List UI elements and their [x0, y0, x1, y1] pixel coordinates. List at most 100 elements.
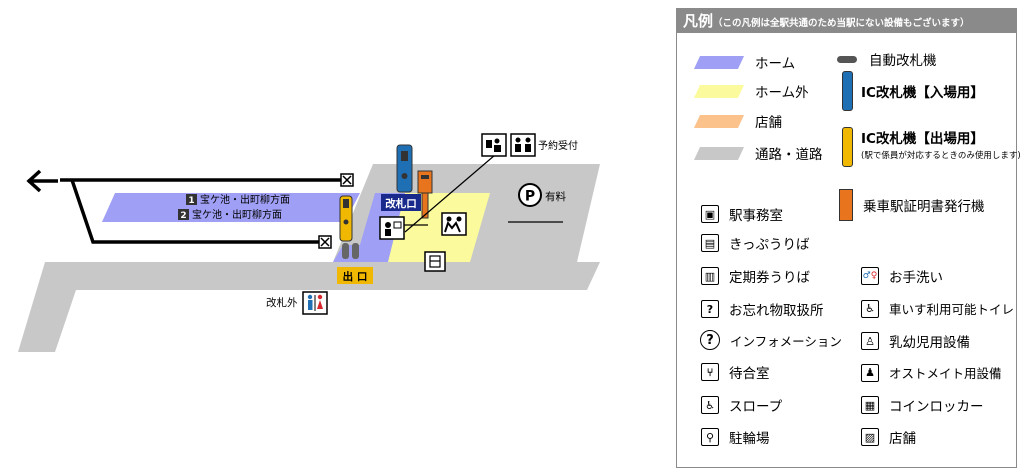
legend-title: 凡例 [683, 12, 714, 30]
lost-found-icon: ? [701, 300, 719, 318]
certificate-machine-icon [839, 189, 853, 221]
track-2-label: 宝ケ池・出町柳方面 [192, 208, 282, 221]
ticket-office-map-icon [481, 133, 507, 157]
ic-gate-in-icon [396, 144, 413, 193]
legend-facility-label: 定期券うりば [729, 270, 810, 286]
legend-ic-gate-out: IC改札機【出場用】 (駅で係員が対応するときのみ使用します) [842, 127, 1021, 167]
slope-icon: ♿ [701, 396, 719, 414]
legend-ic-gate-out-note: (駅で係員が対応するときのみ使用します) [861, 151, 1021, 161]
toilet-icon: ♂♀ [861, 267, 879, 285]
legend-facility-lost-found: ? お忘れ物取扱所 [701, 299, 824, 319]
legend-facility-baby: ♙ 乳幼児用設備 [861, 331, 970, 351]
passage-road-area [18, 262, 600, 352]
track-1-number: 1 [188, 196, 194, 206]
legend-area-passage: 通路・道路 [693, 143, 823, 163]
bicycle-parking-icon: ⚲ [701, 428, 719, 446]
track-1-number-badge [186, 194, 197, 205]
station-office-map-icon [379, 216, 405, 240]
exit-badge [337, 267, 373, 284]
information-icon: ? [700, 330, 720, 350]
platform-area [102, 193, 360, 222]
legend-facility-toilet: ♂♀ お手洗い [861, 266, 943, 286]
legend-ic-gate-in-label: IC改札機【入場用】 [861, 85, 984, 101]
legend-facility-pass-office: ▥ 定期券うりば [701, 266, 810, 286]
track-2-number-badge [178, 209, 189, 220]
legend-facility-ticket-office: ▤ きっぷうりば [701, 233, 809, 253]
legend-ic-gate-in: IC改札機【入場用】 [842, 71, 984, 111]
legend-facility-shop: ▨ 店舗 [861, 427, 916, 447]
legend-facility-label: オストメイト用設備 [889, 366, 1002, 381]
track-end-stop-icon [318, 173, 354, 249]
legend-facility-label: スロープ [729, 399, 783, 415]
coin-locker-map-icon [424, 251, 446, 272]
pass-office-icon: ▥ [701, 267, 719, 285]
station-office-icon: ▣ [701, 205, 719, 223]
certificate-machine-icon [417, 170, 433, 219]
legend-facility-label: お手洗い [889, 270, 943, 286]
legend-panel: 凡例（この凡例は全駅共通のため当駅にない設備もございます） ホーム ホーム外 店… [676, 8, 1021, 468]
legend-area-shop: 店舗 [693, 111, 782, 131]
ticket-gate-label: 改札口 [385, 197, 417, 210]
parking-icon: P [518, 183, 542, 207]
legend-facility-coin-locker: ▦ コインロッカー [861, 395, 984, 415]
track-lines [60, 178, 345, 244]
legend-auto-gate: 自動改札機 [837, 49, 937, 69]
ic-gate-out-icon [339, 195, 353, 242]
legend-area-label: 通路・道路 [755, 147, 823, 163]
legend-facility-bicycle-parking: ⚲ 駐輪場 [701, 427, 770, 447]
auto-gate-icon [837, 55, 857, 63]
legend-header: 凡例（この凡例は全駅共通のため当駅にない設備もございます） [677, 9, 1016, 33]
legend-certificate-machine: 乗車駅証明書発行機 [839, 189, 985, 221]
legend-facility-label: 車いす利用可能トイレ [889, 302, 1015, 317]
shop-swatch [693, 114, 745, 128]
waiting-room-icon: ⑂ [701, 363, 719, 381]
coin-locker-icon: ▦ [861, 396, 879, 414]
legend-facility-ostomate: ♟ オストメイト用設備 [861, 363, 1002, 382]
legend-auto-gate-label: 自動改札機 [869, 53, 937, 69]
legend-facility-accessible-toilet: ♿ 車いす利用可能トイレ [861, 299, 1014, 318]
outside-platform-swatch [693, 84, 745, 98]
legend-facility-label: 乳幼児用設備 [889, 335, 970, 351]
legend-facility-label: コインロッカー [889, 399, 984, 415]
reservation-label: 予約受付 [538, 139, 578, 152]
baby-facility-icon: ♙ [861, 332, 879, 350]
toilet-map-icon [302, 291, 328, 315]
legend-facility-label: お忘れ物取扱所 [729, 303, 824, 319]
svg-text:P: P [525, 189, 535, 205]
leader-lines [404, 154, 563, 233]
legend-area-platform: ホーム [693, 52, 796, 72]
ic-gate-out-icon [842, 127, 853, 167]
station-map: 1 宝ケ池・出町柳方面 2 宝ケ池・出町柳方面 改札口 出 口 [18, 133, 600, 352]
direction-arrow-icon [26, 169, 58, 193]
accessible-toilet-icon: ♿ [861, 299, 879, 318]
ostomate-icon: ♟ [861, 363, 879, 382]
legend-note: （この凡例は全駅共通のため当駅にない設備もございます） [713, 18, 970, 29]
ticket-gate-badge [381, 194, 421, 211]
legend-facility-label: 店舗 [889, 431, 916, 447]
outside-toilet-label: 改札外 [266, 296, 298, 309]
legend-area-outside-platform: ホーム外 [693, 81, 809, 101]
legend-certificate-label: 乗車駅証明書発行機 [863, 199, 985, 215]
parking-label: 有料 [545, 190, 566, 203]
legend-facility-information: ? インフォメーション [700, 330, 842, 350]
legend-facility-station-office: ▣ 駅事務室 [701, 204, 783, 224]
legend-area-label: 店舗 [755, 115, 782, 131]
legend-area-label: ホーム外 [755, 85, 809, 101]
shop-icon: ▨ [861, 428, 879, 446]
legend-facility-label: 駐輪場 [729, 431, 770, 447]
legend-area-label: ホーム [755, 56, 796, 72]
legend-facility-slope: ♿ スロープ [701, 395, 782, 415]
waiting-room-map-icon [441, 212, 467, 236]
track-2-number: 2 [180, 211, 186, 221]
legend-facility-waiting-room: ⑂ 待合室 [701, 362, 770, 382]
legend-ic-gate-out-label: IC改札機【出場用】 [861, 131, 984, 147]
legend-facility-label: インフォメーション [730, 333, 842, 349]
legend-facility-label: 待合室 [729, 366, 770, 382]
auto-gate-icon [342, 243, 359, 259]
pass-office-map-icon [510, 133, 536, 157]
legend-facility-label: きっぷうりば [729, 237, 810, 253]
legend-facility-label: 駅事務室 [729, 208, 783, 224]
ic-gate-in-icon [842, 71, 853, 111]
passage-swatch [693, 146, 745, 160]
track-1-label: 宝ケ池・出町柳方面 [200, 193, 290, 206]
